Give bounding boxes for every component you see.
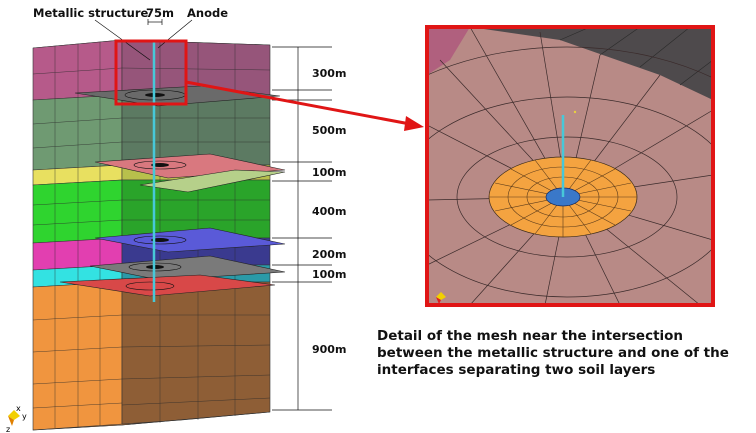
- layer-7-front-face: [32, 281, 123, 431]
- dim-label-400: 400m: [312, 205, 346, 218]
- interface-plane-2: [94, 153, 286, 193]
- dim-label-500: 500m: [312, 124, 346, 137]
- soil-block-3d: [32, 39, 286, 431]
- dimension-75m-label: 75m: [146, 6, 174, 20]
- svg-text:x: x: [16, 404, 21, 413]
- interface-plane-3: [94, 227, 286, 253]
- layer-2-front-face: [32, 94, 123, 171]
- detail-caption: Detail of the mesh near the intersection…: [377, 328, 729, 378]
- block-bottom-face: [32, 411, 271, 431]
- highlight-box: [114, 39, 188, 106]
- dim-label-300: 300m: [312, 67, 346, 80]
- svg-text:y: y: [22, 412, 27, 421]
- detail-view: [425, 25, 715, 307]
- detail-frame: [425, 25, 715, 307]
- axis-triad-detail: [436, 292, 446, 304]
- dim-label-200: 200m: [312, 248, 346, 261]
- layer-4-front-face: [32, 179, 123, 244]
- dim-label-100-a: 100m: [312, 166, 346, 179]
- zoom-arrow: [185, 80, 424, 131]
- metallic-structure-label: Metallic structure: [33, 6, 149, 20]
- axis-triad-left: x y z: [6, 404, 27, 433]
- svg-text:z: z: [6, 425, 10, 433]
- dim-label-900: 900m: [312, 343, 346, 356]
- dimension-75m-marker: [147, 19, 163, 25]
- anode-leader: [157, 19, 193, 49]
- layer-7-side-face: [121, 281, 271, 426]
- anode-label: Anode: [187, 6, 228, 20]
- dim-label-100-b: 100m: [312, 268, 346, 281]
